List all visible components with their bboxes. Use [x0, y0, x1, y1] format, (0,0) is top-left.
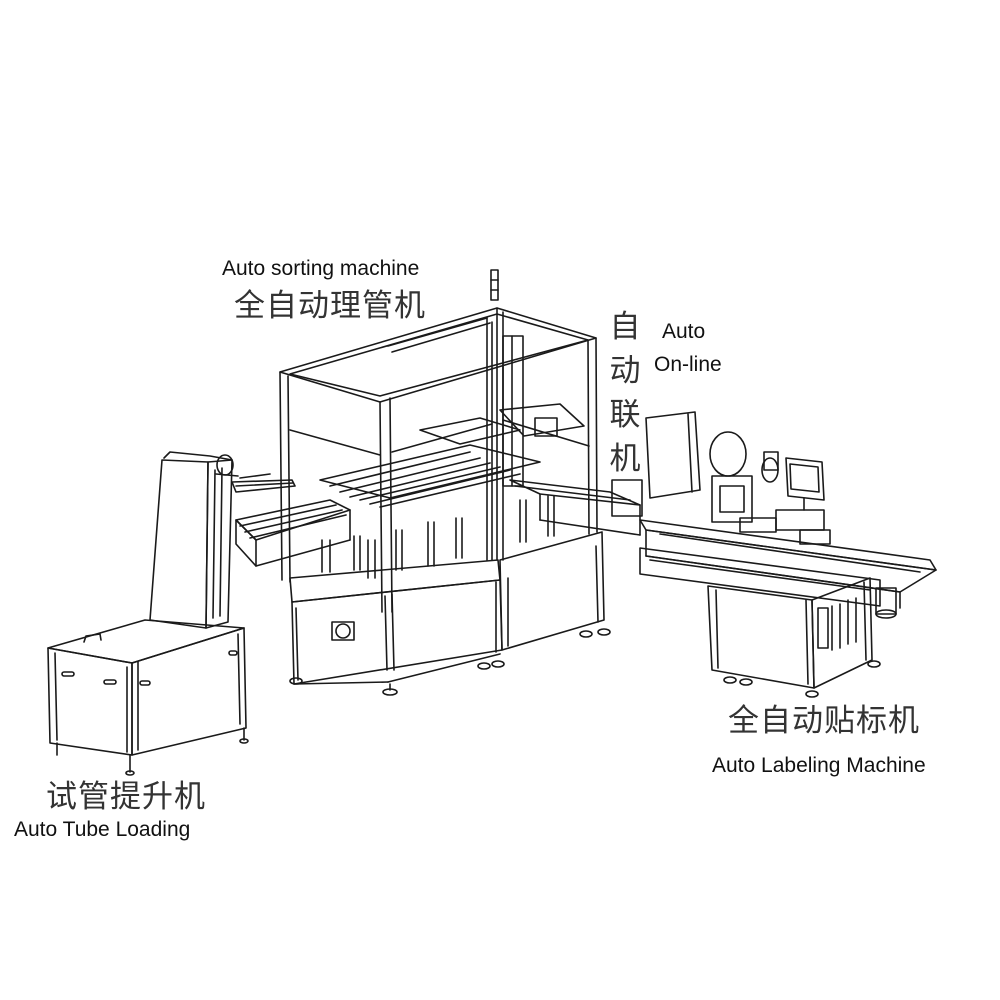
sorting-machine-label-cn: 全自动理管机 — [234, 288, 426, 324]
sorting-machine — [235, 269, 611, 696]
tube-loading-machine — [47, 451, 296, 776]
labeling-machine-label-cn: 全自动贴标机 — [728, 703, 920, 739]
online-label-en-line2: On-line — [654, 353, 722, 376]
cylinder-rods — [321, 495, 555, 579]
tube-loading-label-en: Auto Tube Loading — [14, 818, 191, 841]
labeling-machine-label-en: Auto Labeling Machine — [712, 754, 926, 777]
labeling-machine — [509, 411, 937, 698]
tube-loading-label-cn: 试管提升机 — [46, 779, 206, 815]
online-label-cn: 自动联机 — [609, 309, 641, 477]
sorting-machine-label-en: Auto sorting machine — [222, 257, 420, 280]
online-label-en-line1: Auto — [662, 320, 706, 343]
